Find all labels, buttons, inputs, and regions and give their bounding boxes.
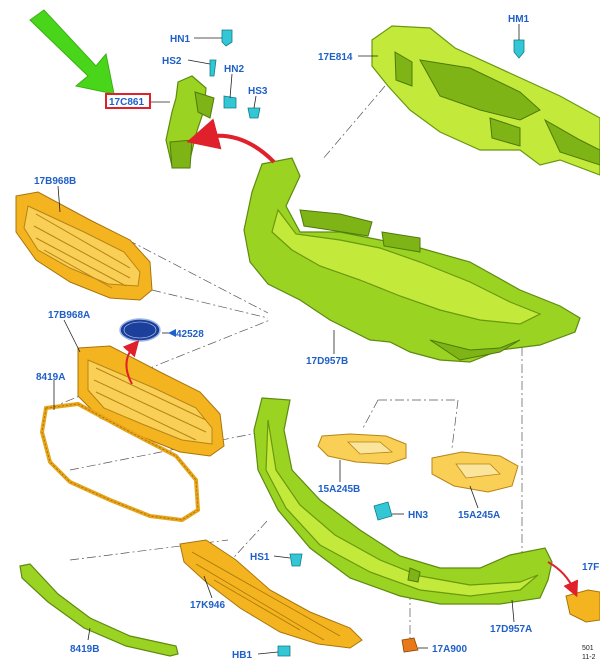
corner-code-2: 11-2 — [582, 654, 596, 661]
label-17d957b: 17D957B — [306, 356, 348, 367]
grille-surround-part — [39, 401, 201, 523]
emblem-move-arrow — [122, 339, 140, 385]
label-pointer-42528 — [168, 329, 176, 337]
clip-hm1 — [513, 39, 525, 59]
label-hn3: HN3 — [408, 510, 428, 521]
bracket-part — [165, 75, 215, 169]
label-hn1: HN1 — [170, 34, 190, 45]
action-arrows — [122, 118, 579, 598]
green-arrow-icon — [29, 9, 115, 95]
highlight-box — [105, 93, 151, 109]
lower-bumper-cover-part — [253, 397, 553, 605]
label-hs1: HS1 — [250, 552, 270, 563]
ford-oval-emblem — [119, 318, 161, 342]
fog-bezel-right-part — [431, 451, 519, 493]
label-17c861: 17C861 — [109, 97, 144, 108]
side-bracket-part — [565, 589, 600, 623]
label-17b968b: 17B968B — [34, 176, 76, 187]
lower-strip-part — [19, 563, 179, 657]
leader-lines — [53, 24, 520, 655]
lower-valance-part — [179, 539, 363, 649]
screw-hs2 — [209, 59, 217, 77]
part-labels: HN1 HS2 HN2 HS3 HM1 17E814 17C861 17B968… — [34, 14, 599, 661]
side-part-arrow — [547, 561, 579, 598]
upper-bumper-cover-part — [243, 157, 581, 363]
label-8419b: 8419B — [70, 644, 99, 655]
bolt-hb1 — [277, 645, 291, 657]
label-hs3: HS3 — [248, 86, 268, 97]
clip-hn2 — [223, 95, 237, 109]
label-8419a: 8419A — [36, 372, 65, 383]
cap-17a900 — [401, 637, 419, 653]
label-42528: 42528 — [176, 329, 204, 340]
clip-hn3 — [373, 501, 393, 521]
fasteners — [209, 29, 525, 657]
label-17k946: 17K946 — [190, 600, 225, 611]
upper-reinforcement-part — [371, 25, 600, 176]
bracket-move-arrow — [186, 118, 276, 164]
label-17e814: 17E814 — [318, 52, 353, 63]
label-17b968a: 17B968A — [48, 310, 90, 321]
label-hn2: HN2 — [224, 64, 244, 75]
screw-hs3 — [247, 107, 261, 119]
label-17a900: 17A900 — [432, 644, 467, 655]
label-17d957a: 17D957A — [490, 624, 532, 635]
label-17f: 17F — [582, 562, 599, 573]
clip-hn1 — [221, 29, 233, 47]
label-15a245b: 15A245B — [318, 484, 360, 495]
fog-bezel-left-part — [317, 433, 407, 465]
label-hm1: HM1 — [508, 14, 530, 25]
upper-grille-part — [15, 191, 153, 301]
label-15a245a: 15A245A — [458, 510, 500, 521]
label-hb1: HB1 — [232, 650, 252, 661]
lower-grille-part — [77, 345, 225, 457]
screw-hs1 — [289, 553, 303, 567]
corner-code-1: 501 — [582, 645, 594, 652]
label-hs2: HS2 — [162, 56, 182, 67]
